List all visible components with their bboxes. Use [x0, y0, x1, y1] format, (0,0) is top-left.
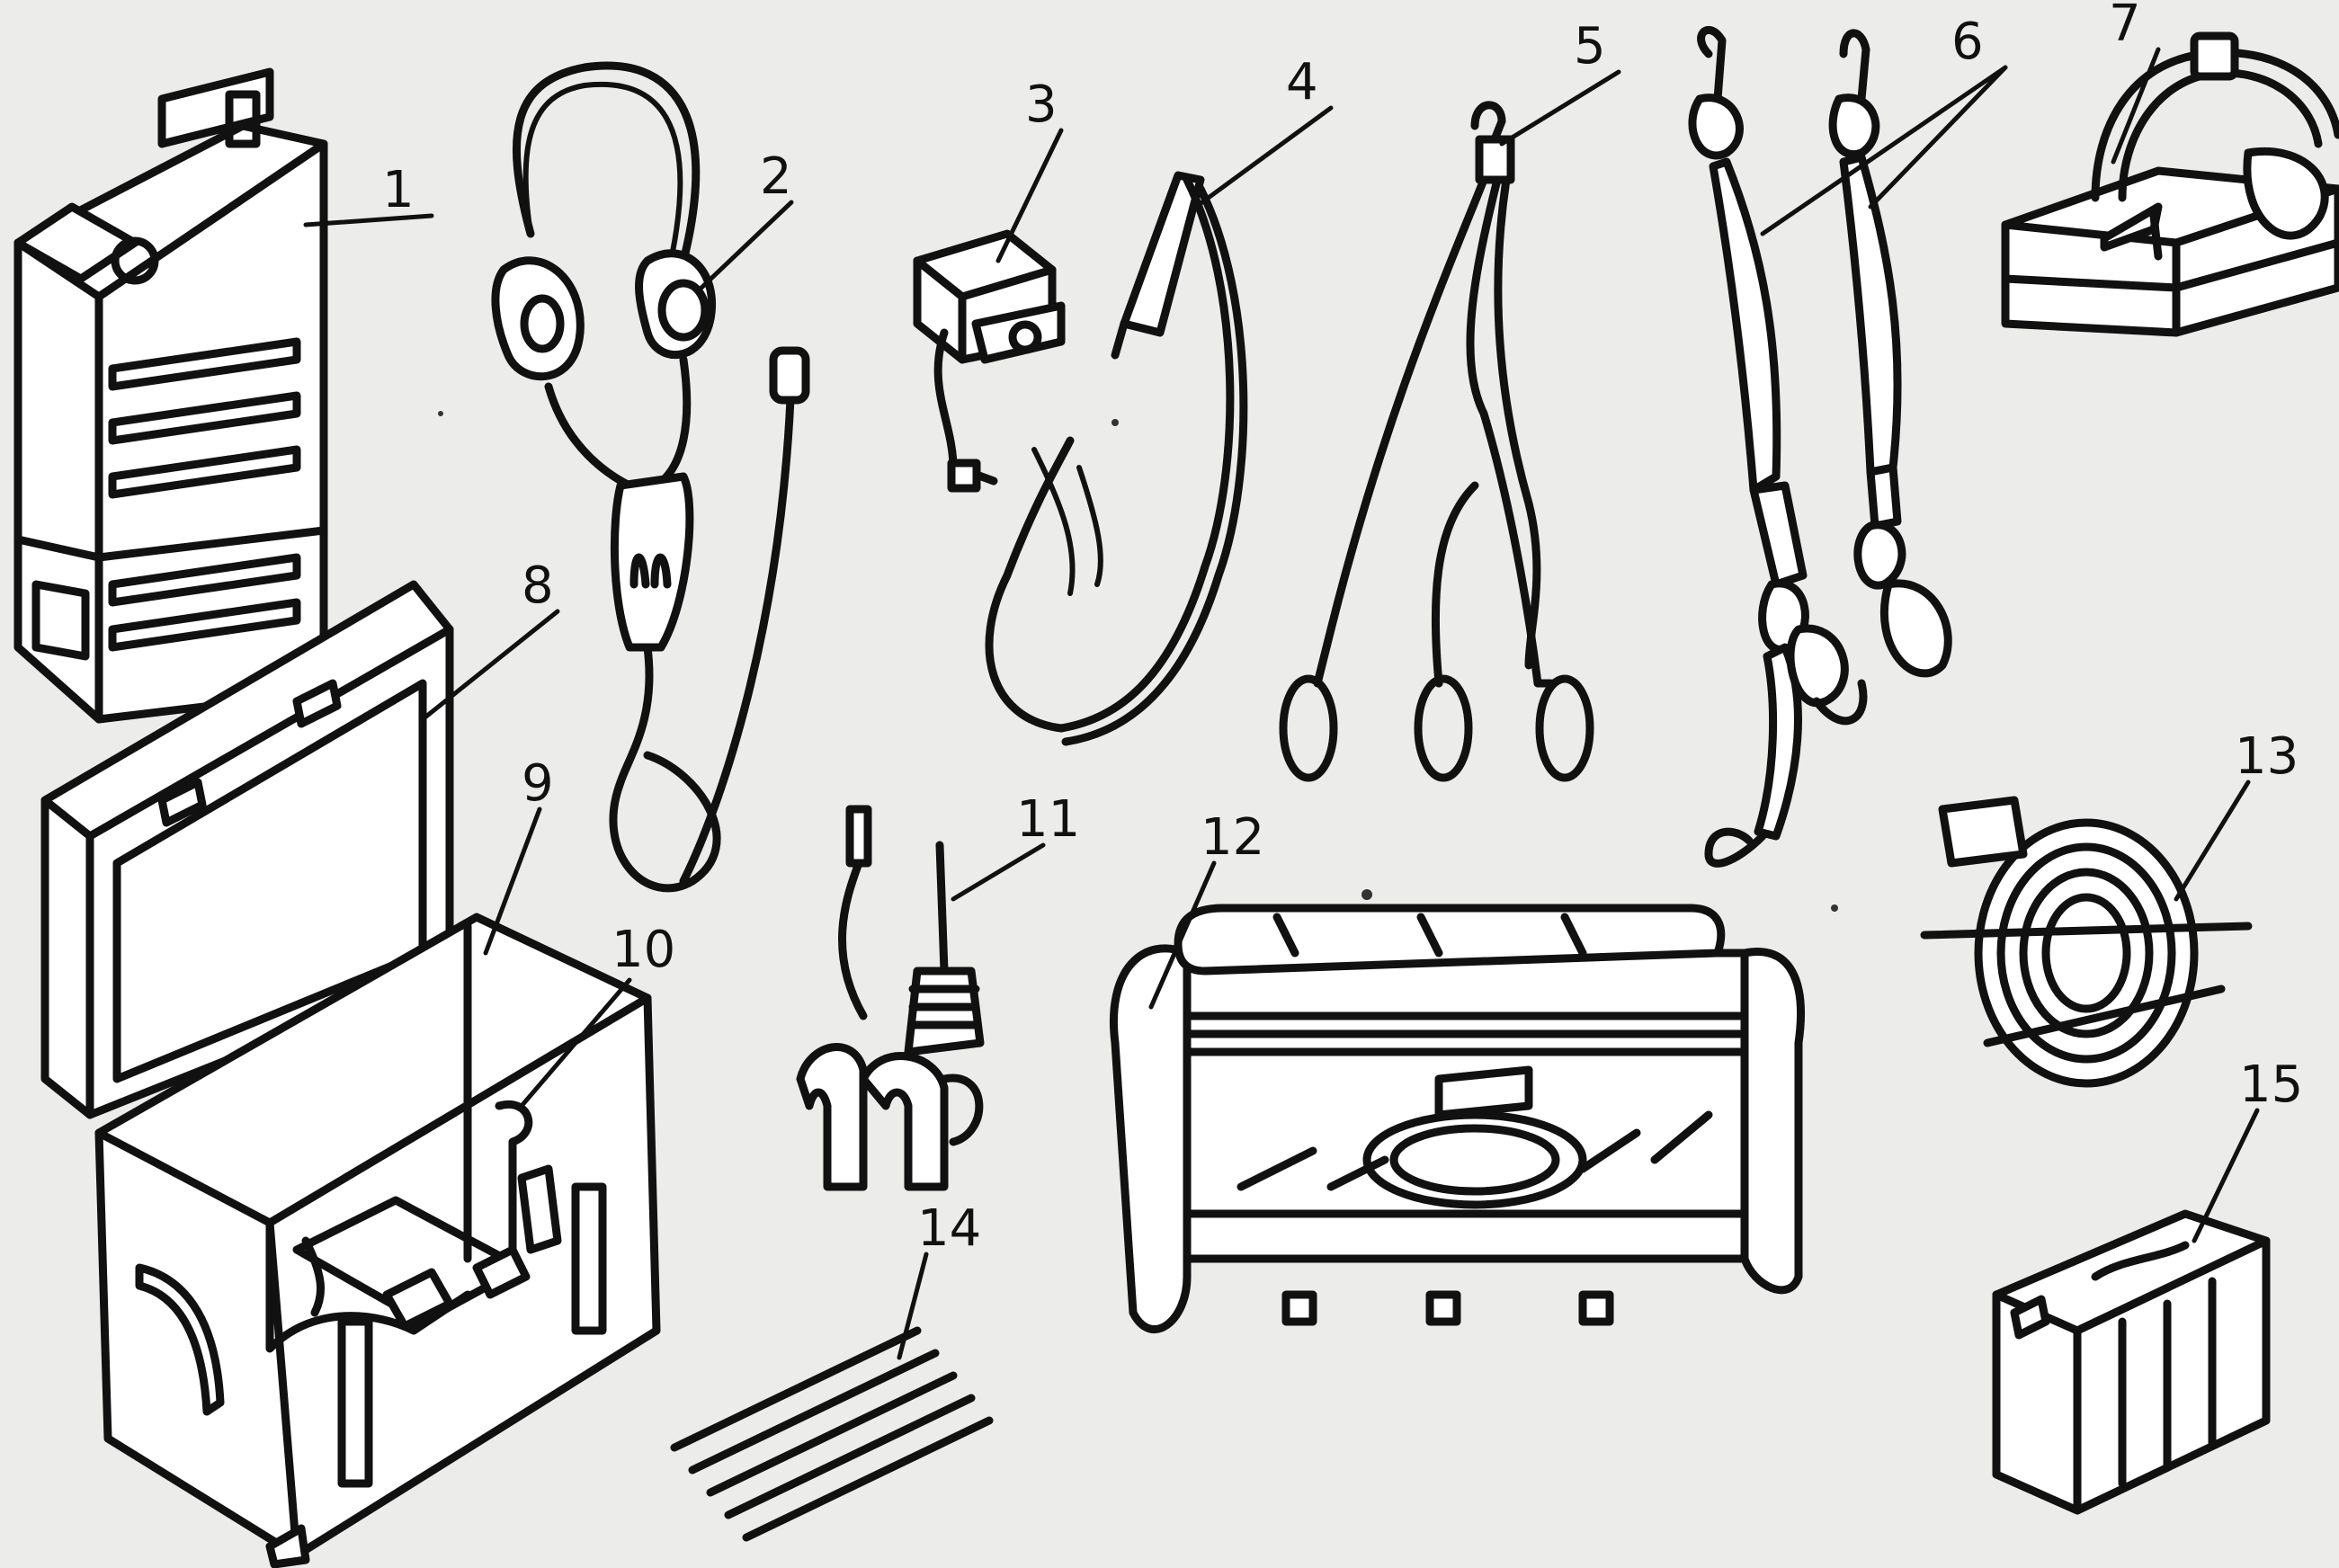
ground-rods	[670, 1326, 994, 1542]
antenna-mount	[796, 805, 985, 1191]
print-specks	[438, 411, 1838, 912]
callout-15: 15	[2192, 1056, 2303, 1243]
callout-5: 5	[1499, 17, 1621, 147]
battery	[1992, 1209, 2271, 1515]
kit-pouch	[2001, 31, 2339, 337]
carrying-straps	[1688, 25, 1952, 868]
callout-11: 11	[951, 790, 1080, 902]
svg-text:9: 9	[522, 754, 554, 813]
callout-9: 9	[483, 754, 554, 956]
svg-text:6: 6	[1951, 13, 1984, 71]
svg-text:8: 8	[522, 557, 554, 615]
svg-text:1: 1	[382, 161, 415, 219]
callout-13: 13	[2174, 727, 2299, 902]
svg-text:3: 3	[1025, 76, 1058, 134]
callout-7: 7	[2109, 0, 2161, 165]
radio-set	[13, 67, 328, 724]
callout-8: 8	[420, 557, 560, 722]
callout-2: 2	[699, 147, 794, 290]
svg-text:4: 4	[1286, 53, 1318, 111]
svg-text:11: 11	[1016, 790, 1080, 849]
svg-text:13: 13	[2235, 727, 2299, 786]
headset	[491, 61, 810, 893]
svg-text:14: 14	[917, 1199, 981, 1258]
svg-text:15: 15	[2239, 1056, 2303, 1114]
case-insert	[292, 1100, 562, 1331]
svg-text:5: 5	[1574, 17, 1606, 76]
open-case	[40, 580, 661, 1568]
callout-layer: 1 2 3 4 5 6 7 8	[303, 0, 2303, 1360]
svg-text:2: 2	[760, 147, 792, 206]
callout-10: 10	[519, 921, 675, 1109]
svg-text:12: 12	[1201, 808, 1264, 867]
accessory-bag	[1110, 904, 1805, 1333]
callout-14: 14	[897, 1199, 981, 1360]
callout-1: 1	[303, 161, 434, 227]
callout-3: 3	[995, 76, 1064, 263]
antenna-cable	[985, 171, 1248, 746]
lanyard	[1279, 101, 1594, 782]
svg-text:7: 7	[2109, 0, 2141, 53]
callout-4: 4	[1193, 53, 1334, 209]
cable-reel	[1920, 796, 2253, 1088]
callout-12: 12	[1148, 808, 1264, 1010]
callout-6: 6	[1760, 13, 2008, 236]
svg-text:10: 10	[612, 921, 675, 979]
plug-adapter	[913, 229, 1066, 493]
